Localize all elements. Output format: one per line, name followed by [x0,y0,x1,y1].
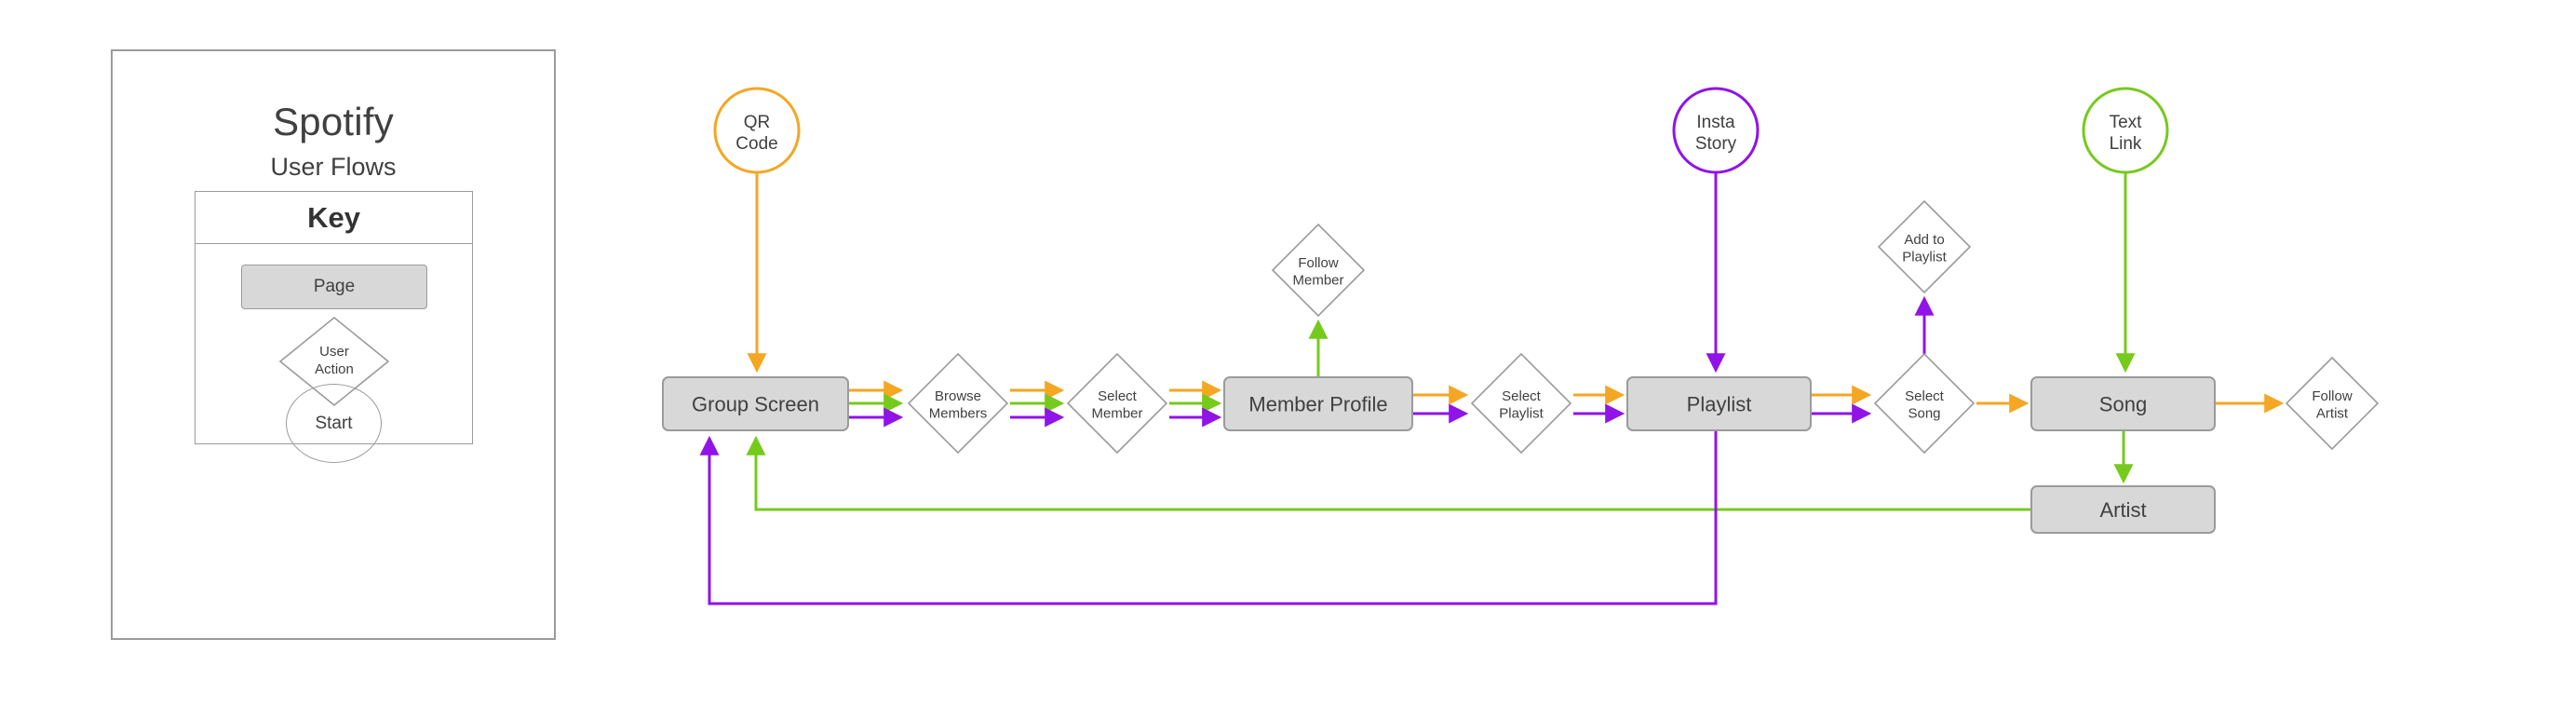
key-body: Page User Action Start [196,244,472,463]
legend-panel: Spotify User Flows Key Page User Action … [111,49,556,640]
edges-layer [699,173,2285,605]
nodes-layer: Group Screen Member Profile Playlist SongAr… [662,87,2380,534]
page-node-playlist[interactable]: Playlist [1626,376,1812,431]
start-circle-icon [713,87,801,174]
key-user-action-line1: User [319,344,349,360]
page-node-song[interactable]: Song [2030,376,2216,431]
page-node-label: Playlist [1687,393,1752,416]
start-circle-icon [1672,87,1760,174]
page-node-label: Group Screen [692,393,819,416]
page-node-group-screen[interactable]: Group Screen [662,376,849,431]
key-user-action-label: User Action [277,315,391,408]
page-rect [2030,376,2216,431]
page-rect [1223,376,1413,431]
key-box: Key Page User Action Start [195,191,473,463]
key-page-sample: Page [241,265,427,309]
diamond-icon [1470,352,1572,455]
diamond-icon [1271,223,1366,318]
page-title: Spotify [273,100,394,143]
diamond-icon [1066,352,1168,455]
diamond-icon [2285,356,2380,451]
key-header: Key [196,192,472,244]
diamond-icon [1877,199,1972,294]
page-rect [1626,376,1812,431]
page-node-label: Member Profile [1248,393,1387,416]
edge-artist-return-group [746,435,2030,511]
diamond-icon [907,352,1009,455]
diamond-icon [1873,352,1976,455]
page-rect [662,376,849,431]
page-node-artist[interactable]: Artist [2030,485,2216,534]
start-circle-icon [2082,87,2169,174]
key-start-sample: Start [286,384,382,463]
page-node-label: Artist [2099,498,2146,522]
page-node-member-profile[interactable]: Member Profile [1223,376,1413,431]
edge-playlist-return-group [699,431,1718,605]
page-node-label: Song [2099,393,2147,416]
key-user-action-line2: Action [315,361,354,377]
page-rect [2030,485,2216,534]
page-subtitle: User Flows [270,153,397,181]
